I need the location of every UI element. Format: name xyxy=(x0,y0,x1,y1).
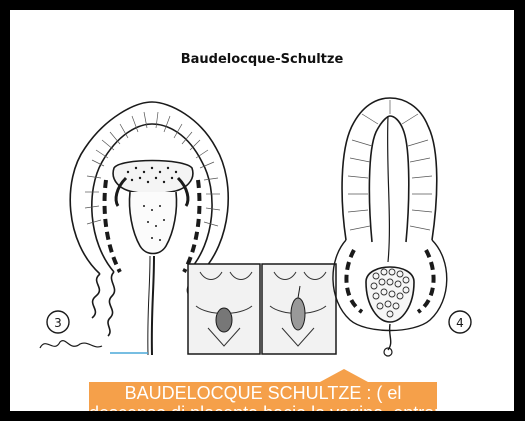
caption-line-2: descenso di placenta hacia la vagina, en… xyxy=(89,403,437,411)
caption-pointer xyxy=(320,369,368,382)
placental-delivery-figure: 3 xyxy=(10,10,514,411)
figure-number-left: 3 xyxy=(54,316,62,330)
presentation-slide: Baudelocque-Schultze xyxy=(10,10,514,411)
figure-number-right: 4 xyxy=(456,316,464,330)
uterus-illustration-right xyxy=(333,98,471,356)
abdomen-photos xyxy=(188,264,336,354)
caption-line-1: BAUDELOCQUE SCHULTZE : ( el xyxy=(89,383,437,403)
caption-callout: BAUDELOCQUE SCHULTZE : ( el descenso di … xyxy=(89,382,437,411)
